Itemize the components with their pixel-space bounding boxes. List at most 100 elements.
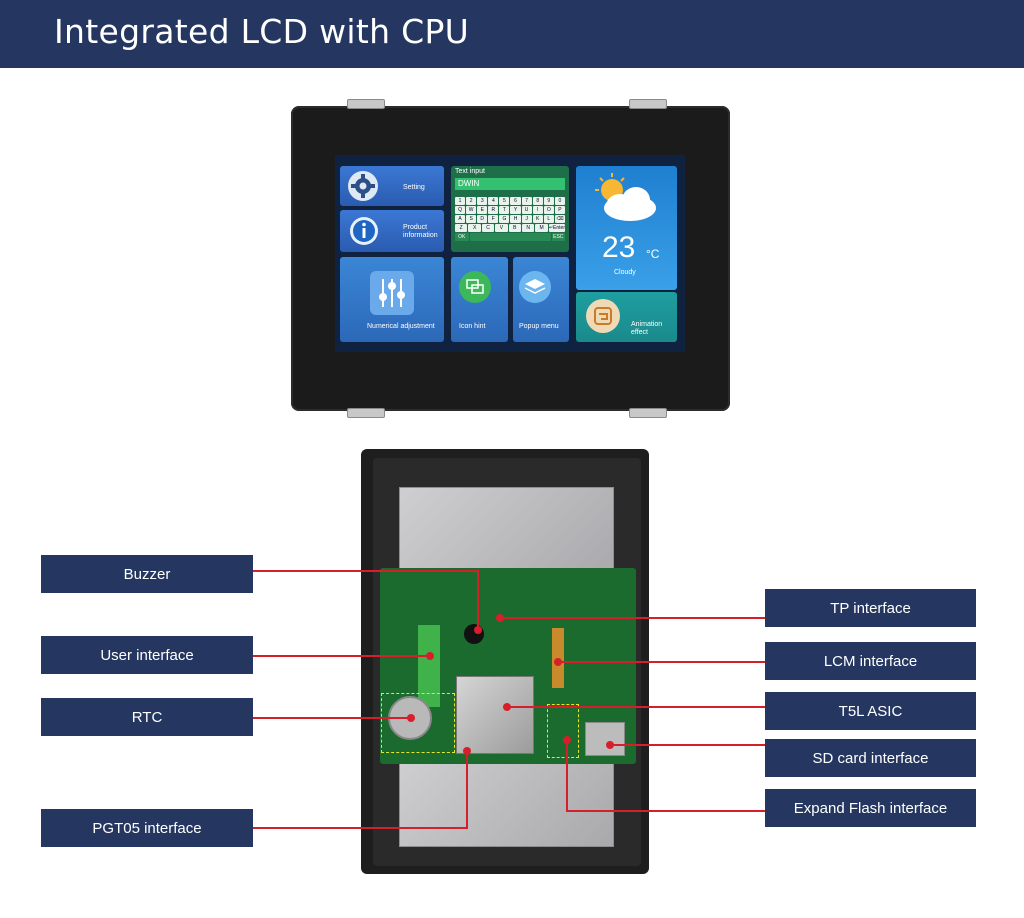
leader-line bbox=[500, 617, 765, 619]
keyboard-key: O bbox=[543, 206, 554, 214]
callout-flash: Expand Flash interface bbox=[765, 789, 976, 827]
numerical-tile: Numerical adjustment bbox=[340, 257, 444, 342]
keyboard-key: 7 bbox=[521, 197, 532, 205]
keyboard-key: Y bbox=[510, 206, 521, 214]
leader-dot bbox=[426, 652, 434, 660]
keyboard-key: I bbox=[532, 206, 543, 214]
icon-hint-label: Icon hint bbox=[459, 323, 486, 330]
metal-back-plate bbox=[399, 755, 614, 847]
keyboard-key: K bbox=[532, 215, 543, 223]
leader-dot bbox=[606, 741, 614, 749]
windows-icon bbox=[459, 271, 491, 303]
keyboard-key: 8 bbox=[532, 197, 543, 205]
keyboard-key bbox=[469, 233, 551, 241]
leader-line bbox=[253, 570, 479, 572]
leader-dot bbox=[407, 714, 415, 722]
leader-line bbox=[567, 810, 765, 812]
keyboard-key: D bbox=[477, 215, 488, 223]
keyboard-key: 5 bbox=[499, 197, 510, 205]
animation-label: Animation effect bbox=[631, 321, 663, 336]
keyboard-key: C bbox=[481, 224, 495, 232]
keyboard-key: 3 bbox=[477, 197, 488, 205]
callout-user-interface: User interface bbox=[41, 636, 253, 674]
leader-line bbox=[253, 827, 468, 829]
keyboard-key: Q bbox=[455, 206, 466, 214]
leader-line bbox=[558, 661, 765, 663]
t5l-asic-chip bbox=[456, 676, 534, 754]
keyboard-key: L bbox=[543, 215, 554, 223]
mounting-clip bbox=[347, 99, 385, 109]
keyboard-key: OK bbox=[455, 233, 469, 241]
setting-tile: Setting bbox=[340, 166, 444, 206]
numerical-label: Numerical adjustment bbox=[367, 323, 435, 330]
callout-tp: TP interface bbox=[765, 589, 976, 627]
leader-line bbox=[466, 751, 468, 829]
text-input-label: Text input bbox=[455, 168, 485, 175]
leader-dot bbox=[463, 747, 471, 755]
info-icon bbox=[350, 217, 378, 245]
leader-line bbox=[507, 706, 765, 708]
keyboard-key: 6 bbox=[510, 197, 521, 205]
leader-dot bbox=[474, 626, 482, 634]
keyboard-key: 0 bbox=[554, 197, 565, 205]
leader-dot bbox=[503, 703, 511, 711]
product-label: Product information bbox=[403, 224, 438, 239]
keyboard-key: E bbox=[477, 206, 488, 214]
keyboard-row: OK ESC bbox=[455, 233, 565, 241]
keyboard-key: V bbox=[495, 224, 508, 232]
mounting-clip bbox=[629, 408, 667, 418]
keyboard-key: X bbox=[468, 224, 481, 232]
leader-line bbox=[253, 655, 430, 657]
keyboard-key: P bbox=[554, 206, 565, 214]
keyboard-key: H bbox=[510, 215, 521, 223]
temperature-value: 23 bbox=[602, 231, 636, 264]
mounting-clip bbox=[629, 99, 667, 109]
keyboard-key: N bbox=[522, 224, 535, 232]
keyboard-key: ESC bbox=[551, 233, 565, 241]
keyboard-key: ↵Enter bbox=[548, 224, 565, 232]
keyboard-key: A bbox=[455, 215, 466, 223]
keyboard-key: W bbox=[466, 206, 477, 214]
mounting-clip bbox=[347, 408, 385, 418]
keyboard-key: G bbox=[499, 215, 510, 223]
text-input-field: DWIN bbox=[455, 178, 565, 190]
weather-label: Cloudy bbox=[614, 269, 636, 276]
keyboard-key: B bbox=[508, 224, 522, 232]
gear-icon bbox=[348, 171, 378, 201]
temperature-unit: °C bbox=[646, 247, 660, 261]
callout-rtc: RTC bbox=[41, 698, 253, 736]
setting-label: Setting bbox=[403, 184, 425, 191]
keyboard-key: 4 bbox=[488, 197, 499, 205]
popup-menu-tile: Popup menu bbox=[513, 257, 569, 342]
weather-tile: 23 °C Cloudy bbox=[576, 166, 677, 290]
page-title: Integrated LCD with CPU bbox=[54, 12, 470, 51]
title-banner: Integrated LCD with CPU bbox=[0, 0, 1024, 68]
leader-dot bbox=[496, 614, 504, 622]
popup-menu-label: Popup menu bbox=[519, 323, 559, 330]
keyboard-key: J bbox=[521, 215, 532, 223]
icon-hint-tile: Icon hint bbox=[451, 257, 508, 342]
flash-highlight-box bbox=[547, 704, 579, 758]
leader-line bbox=[566, 740, 568, 812]
layers-icon bbox=[519, 271, 551, 303]
rtc-highlight-box bbox=[381, 693, 455, 753]
keyboard-key: S bbox=[466, 215, 477, 223]
product-tile: Product information bbox=[340, 210, 444, 252]
keyboard-key: 9 bbox=[543, 197, 554, 205]
leader-dot bbox=[554, 658, 562, 666]
slider-settings-icon bbox=[370, 271, 414, 315]
callout-lcm: LCM interface bbox=[765, 642, 976, 680]
keyboard-key: F bbox=[488, 215, 499, 223]
keyboard-key: U bbox=[521, 206, 532, 214]
leader-line bbox=[610, 744, 765, 746]
lcd-screen: Setting Product information Text input D… bbox=[335, 155, 685, 352]
leader-line bbox=[477, 570, 479, 630]
keyboard-key: M bbox=[535, 224, 548, 232]
sd-card-slot bbox=[585, 722, 625, 756]
